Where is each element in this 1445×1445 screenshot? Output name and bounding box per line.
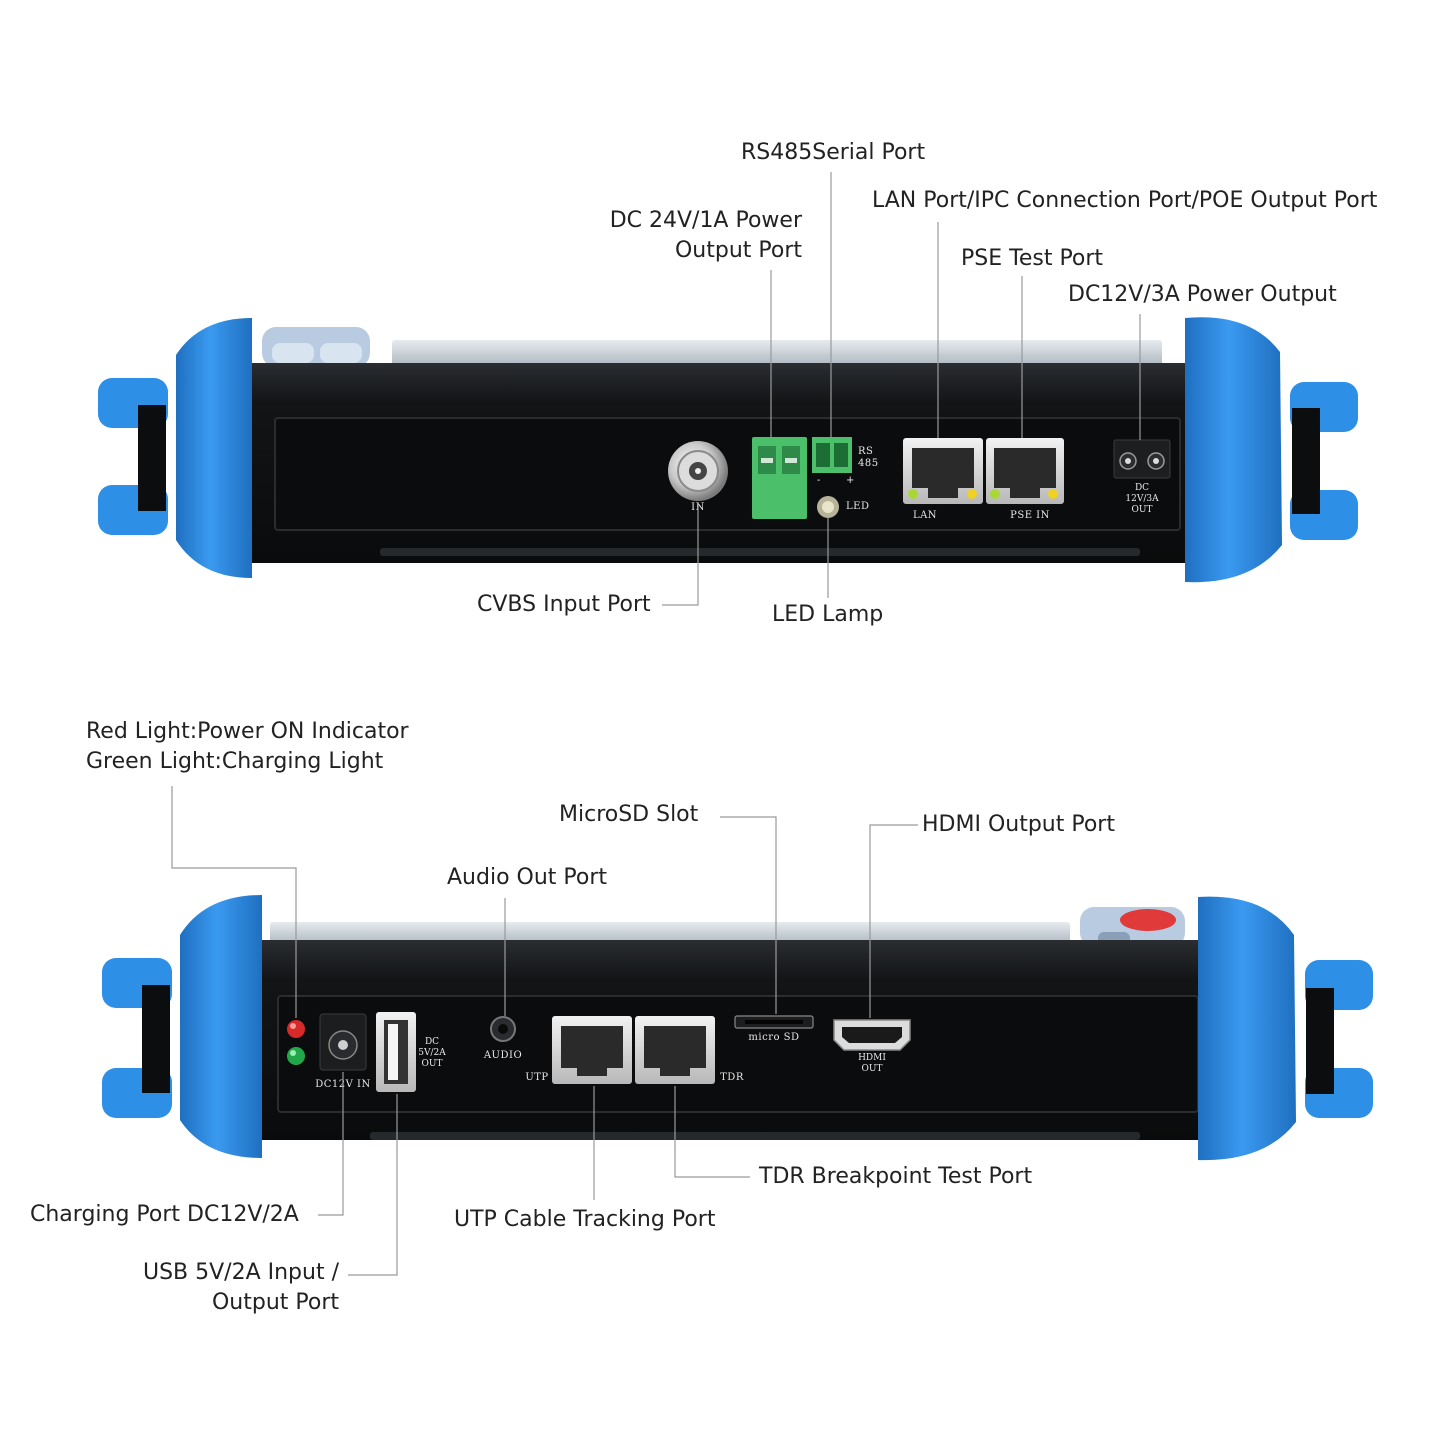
silk-hdmi-out: OUT [862, 1064, 883, 1074]
utp-port[interactable] [552, 1016, 632, 1084]
top-right-bumper [1185, 317, 1358, 583]
silk-rs: RS [858, 446, 873, 457]
pse-in-port[interactable] [986, 438, 1064, 504]
top-keypad [262, 327, 370, 367]
green-indicator-led [287, 1047, 305, 1065]
bottom-device: DC12V IN DC 5V/2A OUT AUDIO UTP TDR micr… [102, 786, 1373, 1276]
label-utp: UTP Cable Tracking Port [454, 1207, 716, 1232]
label-indicators: Red Light:Power ON Indicator Green Light… [86, 717, 409, 777]
label-cvbs-input: CVBS Input Port [477, 592, 651, 617]
top-leader-lines [662, 172, 1141, 606]
led-lamp [817, 496, 839, 518]
usb-port[interactable] [376, 1012, 416, 1092]
label-microsd: MicroSD Slot [559, 802, 699, 827]
silk-hdmi: HDMI [858, 1053, 886, 1063]
top-device: IN RS 485 - + LED LAN PSE IN DC 12V/3A O… [98, 172, 1358, 606]
silk-micro-sd: micro SD [748, 1032, 799, 1043]
label-dc24: DC 24V/1A Power Output Port [610, 206, 802, 266]
label-audio: Audio Out Port [447, 865, 608, 890]
label-hdmi: HDMI Output Port [922, 812, 1115, 837]
silk-usb-dc: DC [425, 1037, 439, 1047]
rs485-terminal[interactable] [812, 437, 852, 473]
silk-usb-rating: 5V/2A [418, 1048, 446, 1058]
label-usb: USB 5V/2A Input / Output Port [143, 1258, 339, 1318]
bottom-left-bumper [102, 895, 262, 1158]
label-dc24-line2: Output Port [674, 238, 802, 263]
label-usb-line1: USB 5V/2A Input / [142, 1260, 339, 1285]
hdmi-port[interactable] [833, 1019, 911, 1051]
label-lan-ipc-poe: LAN Port/IPC Connection Port/POE Output … [872, 188, 1378, 213]
top-screen-edge [392, 340, 1162, 368]
silk-utp: UTP [525, 1072, 548, 1083]
dc12v-in-jack[interactable] [319, 1013, 367, 1071]
bottom-leader-lines [171, 786, 918, 1276]
label-dc12-out: DC12V/3A Power Output [1068, 282, 1337, 307]
microsd-slot[interactable] [734, 1015, 814, 1029]
silk-dc: DC [1135, 483, 1149, 493]
dc12-output-jack[interactable] [1113, 439, 1171, 479]
silk-usb-out: OUT [422, 1059, 443, 1069]
silk-pse-in: PSE IN [1010, 510, 1050, 521]
lan-port[interactable] [903, 438, 983, 504]
silk-out: OUT [1132, 505, 1153, 515]
silk-led: LED [846, 501, 869, 512]
bnc-connector[interactable] [668, 441, 728, 501]
bottom-right-bumper [1198, 896, 1373, 1161]
bottom-keypad [1080, 907, 1185, 947]
label-usb-line2: Output Port [211, 1290, 339, 1315]
silk-485: 485 [858, 458, 879, 469]
label-rs485: RS485Serial Port [741, 140, 926, 165]
top-left-bumper [98, 318, 252, 578]
dc24-terminal[interactable] [752, 437, 807, 519]
label-red-light: Red Light:Power ON Indicator [86, 719, 409, 744]
silk-dc-rating: 12V/3A [1125, 494, 1159, 504]
silk-plus: + [846, 475, 855, 486]
audio-jack[interactable] [490, 1016, 516, 1042]
silk-tdr: TDR [720, 1072, 744, 1083]
label-pse-test: PSE Test Port [961, 246, 1104, 271]
label-charging: Charging Port DC12V/2A [30, 1202, 299, 1227]
silk-audio: AUDIO [483, 1050, 522, 1061]
label-tdr: TDR Breakpoint Test Port [759, 1164, 1033, 1189]
red-indicator-led [287, 1020, 305, 1038]
silk-minus: - [817, 475, 821, 486]
silk-lan: LAN [913, 510, 937, 521]
label-led-lamp: LED Lamp [772, 602, 884, 627]
label-dc24-line1: DC 24V/1A Power [609, 208, 802, 233]
label-green-light: Green Light:Charging Light [86, 749, 384, 774]
tdr-port[interactable] [635, 1016, 715, 1084]
